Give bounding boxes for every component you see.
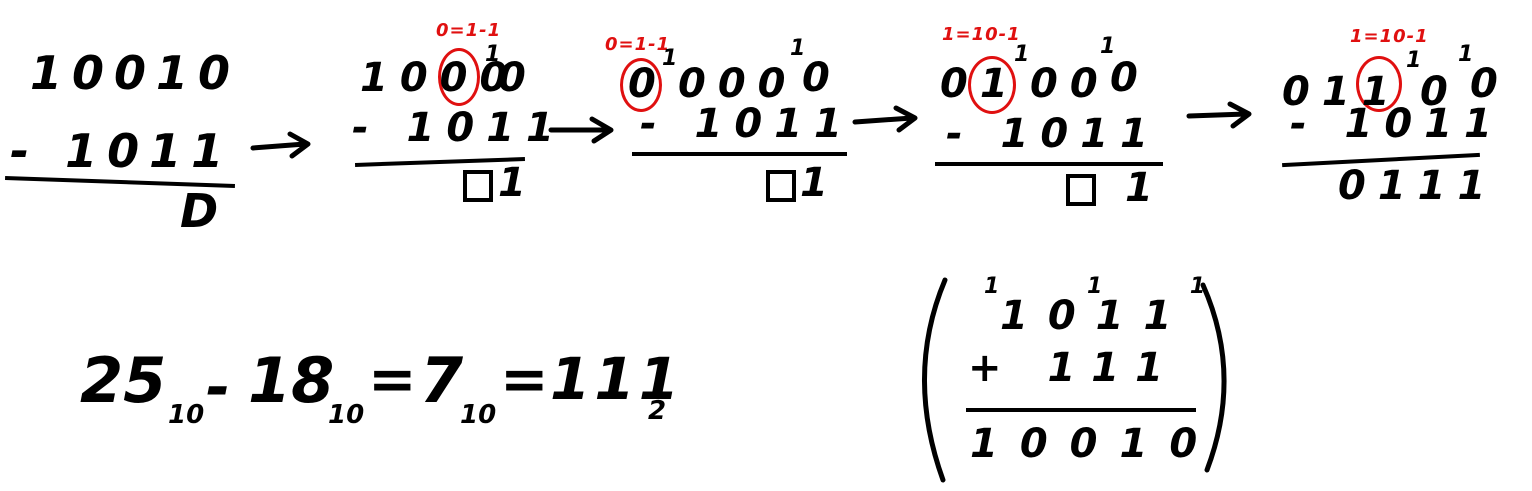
left-paren-icon — [922, 277, 948, 483]
eq-equals-2: = — [500, 345, 549, 413]
step2-result: 1 — [498, 160, 538, 206]
step4-circle — [968, 56, 1016, 114]
step2-borrow-note: 0=1-1 — [436, 20, 502, 41]
arrow-right-icon — [548, 116, 614, 144]
eq-base-25: 10 — [168, 400, 205, 430]
step3-rule — [632, 152, 847, 156]
step4-carry-1: 1 — [1014, 42, 1030, 67]
step5-minuend-end: 0 — [1470, 61, 1510, 107]
eq-value-18: 18 — [248, 344, 335, 417]
step3-carry-2: 1 — [790, 36, 806, 61]
step1-result-box: D — [180, 184, 229, 238]
step4-carry-2: 1 — [1100, 34, 1116, 59]
step1-subtrahend: - 1011 — [10, 124, 234, 178]
arrow-right-icon — [250, 131, 311, 159]
step2-subtrahend: - 1011 — [352, 105, 566, 151]
eq-base-7: 10 — [460, 400, 497, 430]
eq-base-111: 2 — [648, 396, 667, 426]
eq-value-25: 25 — [80, 344, 167, 417]
step4-minuend-end: 0 — [1110, 55, 1150, 101]
step3-subtrahend: - 1011 — [640, 101, 854, 147]
check-addend-2: + 111 — [968, 345, 1179, 391]
step5-carry-1: 1 — [1406, 48, 1422, 73]
right-paren-icon — [1200, 282, 1227, 473]
check-rule — [966, 408, 1196, 412]
step3-carry-1: 1 — [662, 46, 678, 71]
eq-base-18: 10 — [328, 400, 365, 430]
step2-result-box — [463, 170, 493, 202]
step3-minuend-end: 0 — [802, 55, 842, 101]
step3-borrow-note: 0=1-1 — [605, 34, 671, 55]
step5-minuend-mid: 0 — [1420, 69, 1460, 115]
step2-circle — [438, 48, 480, 106]
step5-circle — [1356, 56, 1402, 112]
eq-minus: - — [206, 353, 231, 421]
step2-minuend-end: 0 — [498, 55, 538, 101]
eq-value-111: 111 — [550, 345, 684, 413]
step4-borrow-note: 1=10-1 — [942, 24, 1021, 45]
step3-result-box — [766, 170, 796, 202]
step5-result: 0111 — [1338, 163, 1498, 209]
step4-subtrahend: - 1011 — [946, 111, 1160, 157]
step5-minuend-first: 011 — [1282, 69, 1402, 115]
step3-circle — [620, 58, 662, 112]
step5-carry-2: 1 — [1458, 42, 1474, 67]
step2-carry: 1 — [485, 42, 501, 67]
step4-minuend-first: 01 — [940, 61, 1020, 107]
step4-rule — [935, 162, 1163, 166]
step1-minuend: 10010 — [30, 46, 241, 100]
step2-minuend: 1000 — [360, 55, 520, 101]
step3-result: 1 — [800, 160, 840, 206]
check-addend-1: 1011 — [1000, 293, 1192, 339]
step3-minuend-mid: 000 — [678, 61, 798, 107]
check-carries: 1 1 1 — [984, 274, 1246, 299]
arrow-right-icon — [1186, 101, 1252, 129]
step4-result: 1 — [1125, 165, 1165, 211]
check-sum: 10010 — [970, 421, 1220, 467]
arrow-right-icon — [852, 105, 918, 133]
decimal-equation: 25 10 - 18 10 = 7 10 = 111 2 — [80, 350, 720, 440]
step4-minuend-mid: 00 — [1030, 61, 1110, 107]
step5-borrow-note: 1=10-1 — [1350, 26, 1429, 47]
step4-result-box — [1066, 174, 1096, 206]
step3-minuend-first: 0 — [628, 61, 668, 107]
eq-equals-1: = — [368, 345, 417, 413]
step5-subtrahend: - 1011 — [1290, 101, 1504, 147]
eq-value-7: 7 — [420, 344, 464, 417]
